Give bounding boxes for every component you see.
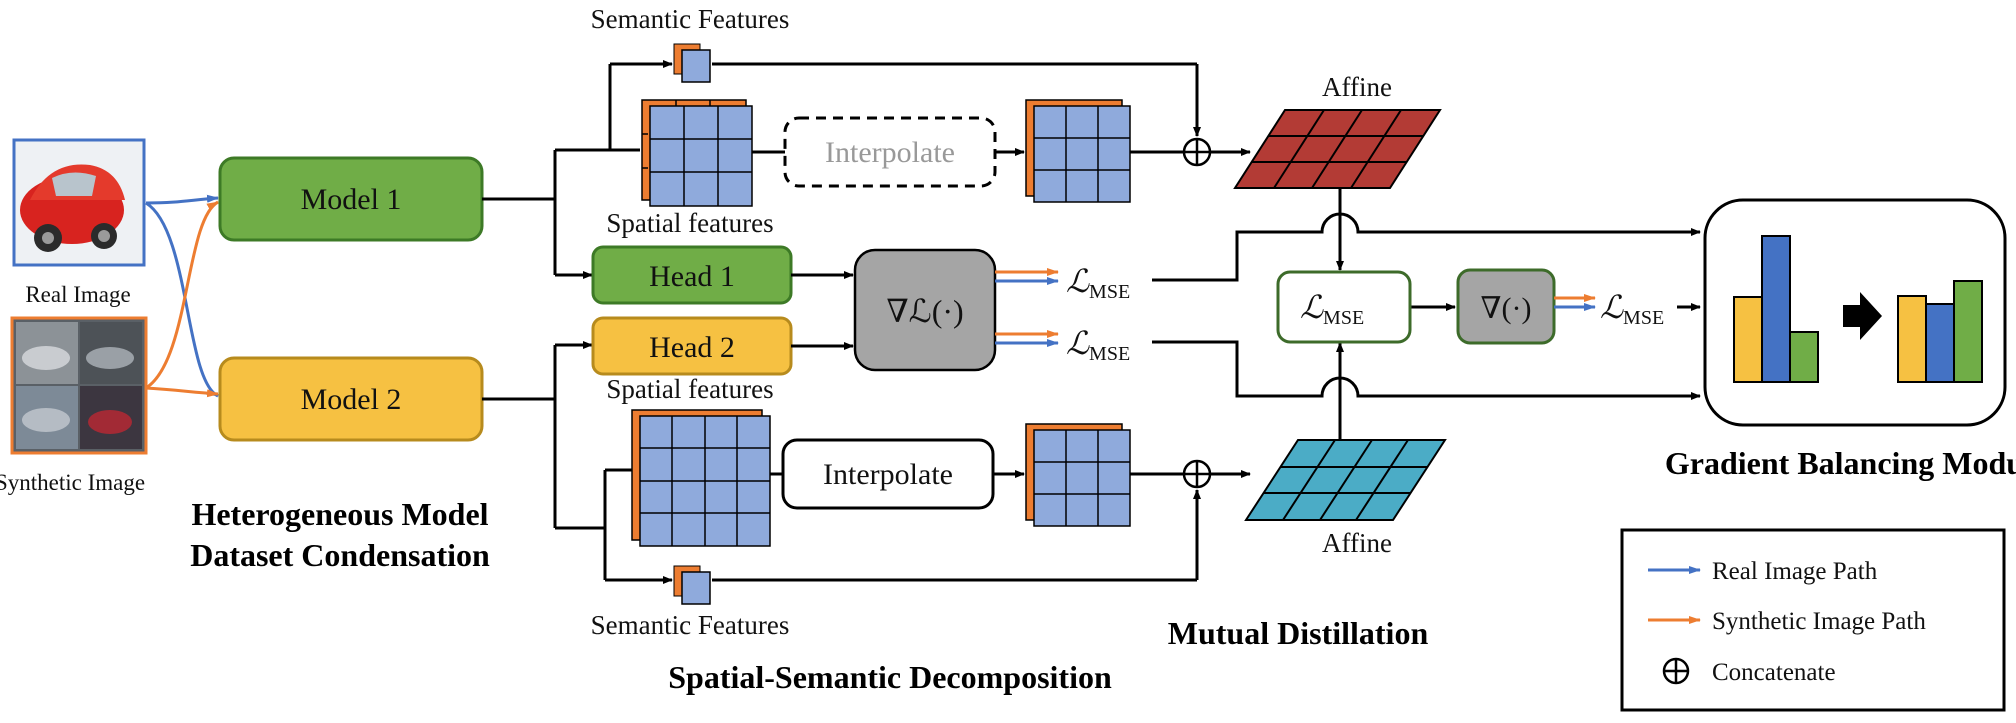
mse-loss-block: ℒMSE: [1276, 270, 1412, 344]
legend-real-label: Real Image Path: [1712, 558, 1878, 585]
loss-mse-bottom-symbol: ℒ: [1066, 325, 1090, 361]
model-1-block: Model 1: [218, 156, 484, 242]
after-bar-green: [1953, 280, 1983, 383]
spatial-features-bottom-label: Spatial features: [606, 374, 773, 404]
synthetic-image-thumbnail: [10, 316, 148, 455]
loss-mse-right-sub: MSE: [1623, 307, 1664, 329]
gradient-op-block: ∇(·): [1456, 268, 1556, 345]
gradient-op-label: ∇(·): [1481, 292, 1532, 325]
after-bar-yellow: [1897, 295, 1927, 383]
branch-connectors: [482, 60, 673, 584]
semantic-features-bottom-label: Semantic Features: [591, 610, 790, 640]
head-2-block: Head 2: [591, 316, 793, 376]
loss-mse-right: ℒMSE: [1600, 289, 1664, 329]
affine-top-label: Affine: [1322, 72, 1392, 102]
affine-grid-bottom: [1244, 439, 1447, 521]
after-bar-blue: [1925, 303, 1955, 383]
spatial-feature-top: [641, 99, 753, 207]
loss-mse-bottom-sub: MSE: [1089, 343, 1130, 365]
affine-bottom-label: Affine: [1322, 528, 1392, 558]
loss-mse-top: ℒMSE: [1066, 263, 1130, 303]
legend-concat-label: Concatenate: [1712, 659, 1836, 686]
title-ssd: Spatial-Semantic Decomposition: [668, 659, 1112, 695]
loss-mse-bottom: ℒMSE: [1066, 325, 1130, 365]
legend-synthetic-label: Synthetic Image Path: [1712, 608, 1926, 635]
semantic-feature-bottom: [673, 565, 711, 605]
before-bar-green: [1789, 331, 1819, 383]
concat-symbol-top: [1182, 137, 1212, 167]
interpolate-top-box: Interpolate: [783, 116, 997, 188]
head-1-block: Head 1: [591, 245, 793, 305]
before-bar-yellow: [1733, 296, 1763, 383]
input-paths: [145, 194, 219, 398]
head-2-label: Head 2: [649, 331, 735, 364]
mse-loss-block-label: ℒMSE: [1300, 289, 1364, 329]
mse-loss-block-sub: MSE: [1323, 307, 1364, 329]
distillation-connectors: [1152, 188, 1701, 440]
affine-grid-top: [1233, 109, 1442, 189]
title-hetero-line2: Dataset Condensation: [190, 537, 490, 573]
mse-loss-block-symbol: ℒ: [1300, 289, 1324, 325]
model-1-label: Model 1: [301, 183, 402, 216]
loss-mse-top-symbol: ℒ: [1066, 263, 1090, 299]
spatial-features-top-label: Spatial features: [606, 208, 773, 238]
title-gradient-balancing: Gradient Balancing Module: [1665, 445, 2016, 481]
loss-mse-top-sub: MSE: [1089, 281, 1130, 303]
loss-mse-right-symbol: ℒ: [1600, 289, 1624, 325]
legend-concat-icon: [1662, 657, 1690, 685]
grad-output-top: [995, 268, 1059, 285]
interpolate-top-label: Interpolate: [825, 136, 955, 169]
spatial-feature-bottom: [631, 409, 771, 547]
title-mutual-distillation: Mutual Distillation: [1168, 615, 1429, 651]
real-image-thumbnail: [12, 138, 146, 267]
model-2-block: Model 2: [218, 356, 484, 442]
balance-arrow-icon: [1843, 292, 1882, 340]
interpolated-feature-top: [1025, 99, 1131, 203]
interpolate-bottom-box: Interpolate: [781, 438, 995, 510]
synthetic-image-label: Synthetic Image: [0, 470, 145, 495]
gradient-loss-label: ∇ℒ(·): [886, 293, 963, 329]
grad-output-bottom: [995, 330, 1059, 347]
legend: Real Image Path Synthetic Image Path Con…: [1620, 528, 2006, 712]
real-image-label: Real Image: [25, 282, 130, 307]
grad-op-output: [1554, 294, 1596, 311]
semantic-feature-top: [673, 43, 711, 83]
head-1-label: Head 1: [649, 260, 735, 293]
interpolated-feature-bottom: [1025, 423, 1131, 527]
interpolate-bottom-label: Interpolate: [823, 458, 953, 491]
title-hetero-line1: Heterogeneous Model: [191, 496, 488, 532]
gradient-loss-block: ∇ℒ(·): [853, 248, 997, 372]
concat-symbol-bottom: [1182, 459, 1212, 489]
model-2-label: Model 2: [301, 383, 402, 416]
semantic-features-top-label: Semantic Features: [591, 4, 790, 34]
gradient-balancing-box: [1703, 198, 2007, 427]
before-bar-blue: [1761, 235, 1791, 383]
